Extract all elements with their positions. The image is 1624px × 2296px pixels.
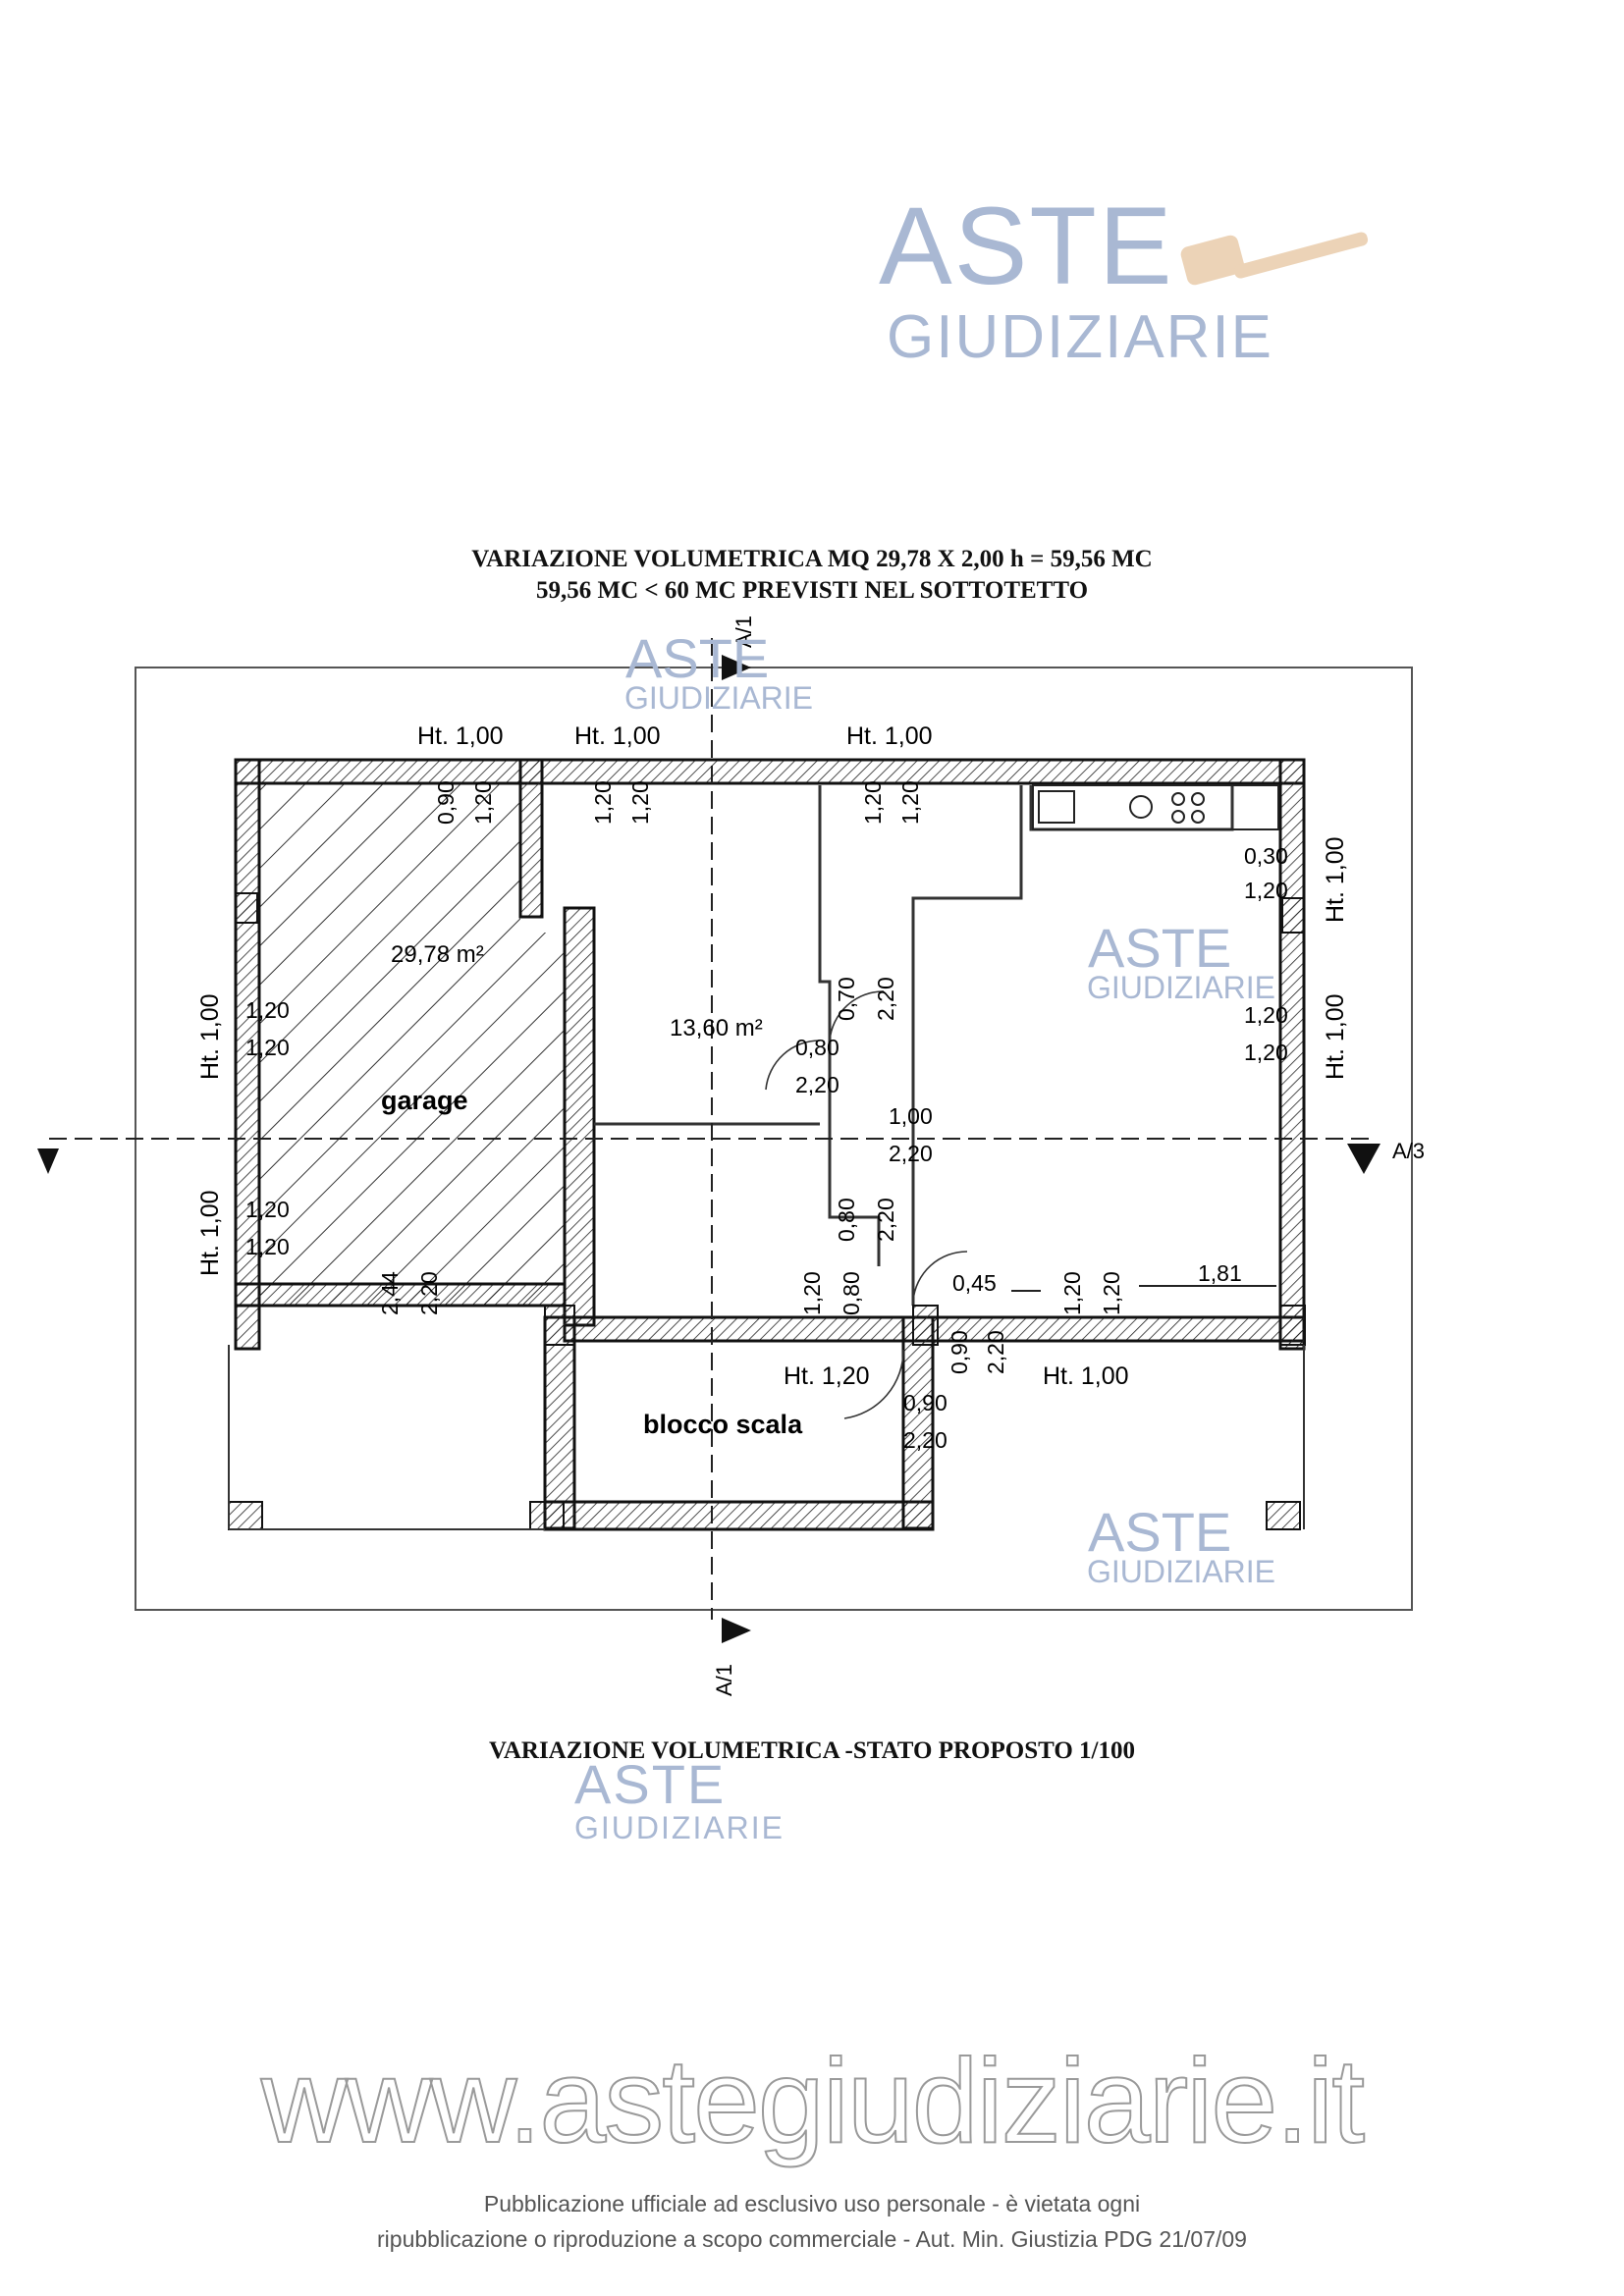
header-line1: VARIAZIONE VOLUMETRICA MQ 29,78 X 2,00 h… [471, 546, 1153, 572]
dim-090a: 0,90 [433, 780, 459, 825]
dim-244: 2,44 [377, 1271, 403, 1315]
ht-top-2: Ht. 1,00 [574, 722, 661, 750]
ht-bottom-2: Ht. 1,00 [1043, 1362, 1129, 1390]
footer-line2: ripubblicazione o riproduzione a scopo c… [377, 2226, 1247, 2252]
dim-120d: 1,20 [860, 780, 886, 825]
porch-lines [228, 1345, 1305, 1530]
dim-120n: 1,20 [1059, 1271, 1085, 1315]
garage-area-label: 29,78 m² [391, 941, 484, 968]
dim-120k: 1,20 [245, 1197, 290, 1222]
partitions [594, 785, 1234, 1306]
dim-120e: 1,20 [897, 780, 923, 825]
dim-120j: 1,20 [245, 1035, 290, 1060]
dim-045: 0,45 [952, 1270, 997, 1296]
ht-bottom-1: Ht. 1,20 [784, 1362, 870, 1390]
dim-090b: 0,90 [947, 1330, 972, 1374]
svg-text:ASTE: ASTE [625, 627, 769, 689]
kitchen-counter [1032, 784, 1279, 830]
dim-100: 1,00 [889, 1103, 933, 1129]
dim-220d: 2,20 [873, 1198, 898, 1242]
watermark-line2: GIUDIZIARIE [887, 303, 1274, 371]
dim-220c: 2,20 [889, 1141, 933, 1166]
dim-120f: 1,20 [1244, 878, 1288, 903]
ht-left-1: Ht. 1,00 [196, 993, 224, 1080]
dim-120l: 1,20 [245, 1234, 290, 1259]
ht-right-1: Ht. 1,00 [1322, 836, 1349, 923]
section-mark-bottom: A/1 [712, 1664, 736, 1696]
room-area-label: 13,60 m² [670, 1015, 763, 1041]
svg-text:GIUDIZIARIE: GIUDIZIARIE [1087, 970, 1275, 1005]
garage-hatch [260, 783, 565, 1306]
dim-120g: 1,20 [1244, 1002, 1288, 1028]
dimension-arrows [1011, 1285, 1276, 1292]
watermark-caption-line1: ASTE [574, 1753, 727, 1815]
dim-220b: 2,20 [795, 1072, 839, 1097]
ht-right-2: Ht. 1,00 [1322, 993, 1349, 1080]
dim-120i: 1,20 [245, 997, 290, 1023]
ht-top-1: Ht. 1,00 [417, 722, 504, 750]
door-arcs [765, 990, 968, 1419]
dim-030: 0,30 [1244, 843, 1288, 869]
section-axes [49, 638, 1375, 1620]
dim-220e: 2,20 [416, 1271, 442, 1315]
watermark-logo-top: ASTE GIUDIZIARIE [879, 191, 1389, 388]
footer-line1: Pubblicazione ufficiale ad esclusivo uso… [483, 2191, 1141, 2216]
svg-text:ASTE: ASTE [1088, 917, 1231, 979]
dim-120m: 1,20 [799, 1271, 825, 1315]
dim-220g: 2,20 [903, 1427, 947, 1453]
header-line2: 59,56 MC < 60 MC PREVISTI NEL SOTTOTETTO [535, 577, 1089, 604]
dim-080a: 0,80 [795, 1035, 839, 1060]
section-mark-top: A/1 [731, 615, 756, 648]
svg-text:GIUDIZIARIE: GIUDIZIARIE [624, 680, 813, 716]
dim-120b: 1,20 [590, 780, 616, 825]
dim-070: 0,70 [834, 977, 859, 1021]
plan-watermarks: ASTE GIUDIZIARIE ASTE GIUDIZIARIE ASTE G… [624, 627, 1275, 1589]
section-mark-right: A/3 [1392, 1139, 1425, 1163]
dim-120c: 1,20 [627, 780, 653, 825]
dim-090c: 0,90 [903, 1390, 947, 1415]
dim-080c: 0,80 [839, 1271, 864, 1315]
watermark-caption-line2: GIUDIZIARIE [574, 1810, 785, 1845]
svg-text:ASTE: ASTE [1088, 1501, 1231, 1563]
dim-080b: 0,80 [834, 1198, 859, 1242]
dim-120a: 1,20 [470, 780, 496, 825]
drawing-caption: VARIAZIONE VOLUMETRICA -STATO PROPOSTO 1… [489, 1737, 1135, 1764]
dim-120h: 1,20 [1244, 1040, 1288, 1065]
section-triangle-left [37, 1148, 59, 1174]
garage-label: garage [381, 1086, 468, 1115]
ht-top-3: Ht. 1,00 [846, 722, 933, 750]
section-triangle-bottom [722, 1618, 751, 1643]
pillars [228, 892, 1306, 1530]
site-watermark: www.astegiudiziarie.it [260, 2033, 1366, 2168]
dim-220f: 2,20 [983, 1330, 1008, 1374]
dim-220a: 2,20 [873, 977, 898, 1021]
gavel-icon [1180, 232, 1369, 286]
floor-plan: A/1 A/1 A/3 29,78 m² garage 13,60 m² blo… [37, 615, 1425, 1696]
watermark-line1: ASTE [879, 185, 1174, 307]
dim-181: 1,81 [1198, 1260, 1242, 1286]
ht-left-2: Ht. 1,00 [196, 1190, 224, 1276]
section-triangle-top [722, 655, 751, 680]
dim-120o: 1,20 [1099, 1271, 1124, 1315]
section-triangle-right [1347, 1144, 1380, 1174]
stair-label: blocco scala [643, 1410, 803, 1439]
watermark-logo-caption: ASTE GIUDIZIARIE [574, 1753, 785, 1845]
svg-text:GIUDIZIARIE: GIUDIZIARIE [1087, 1554, 1275, 1589]
